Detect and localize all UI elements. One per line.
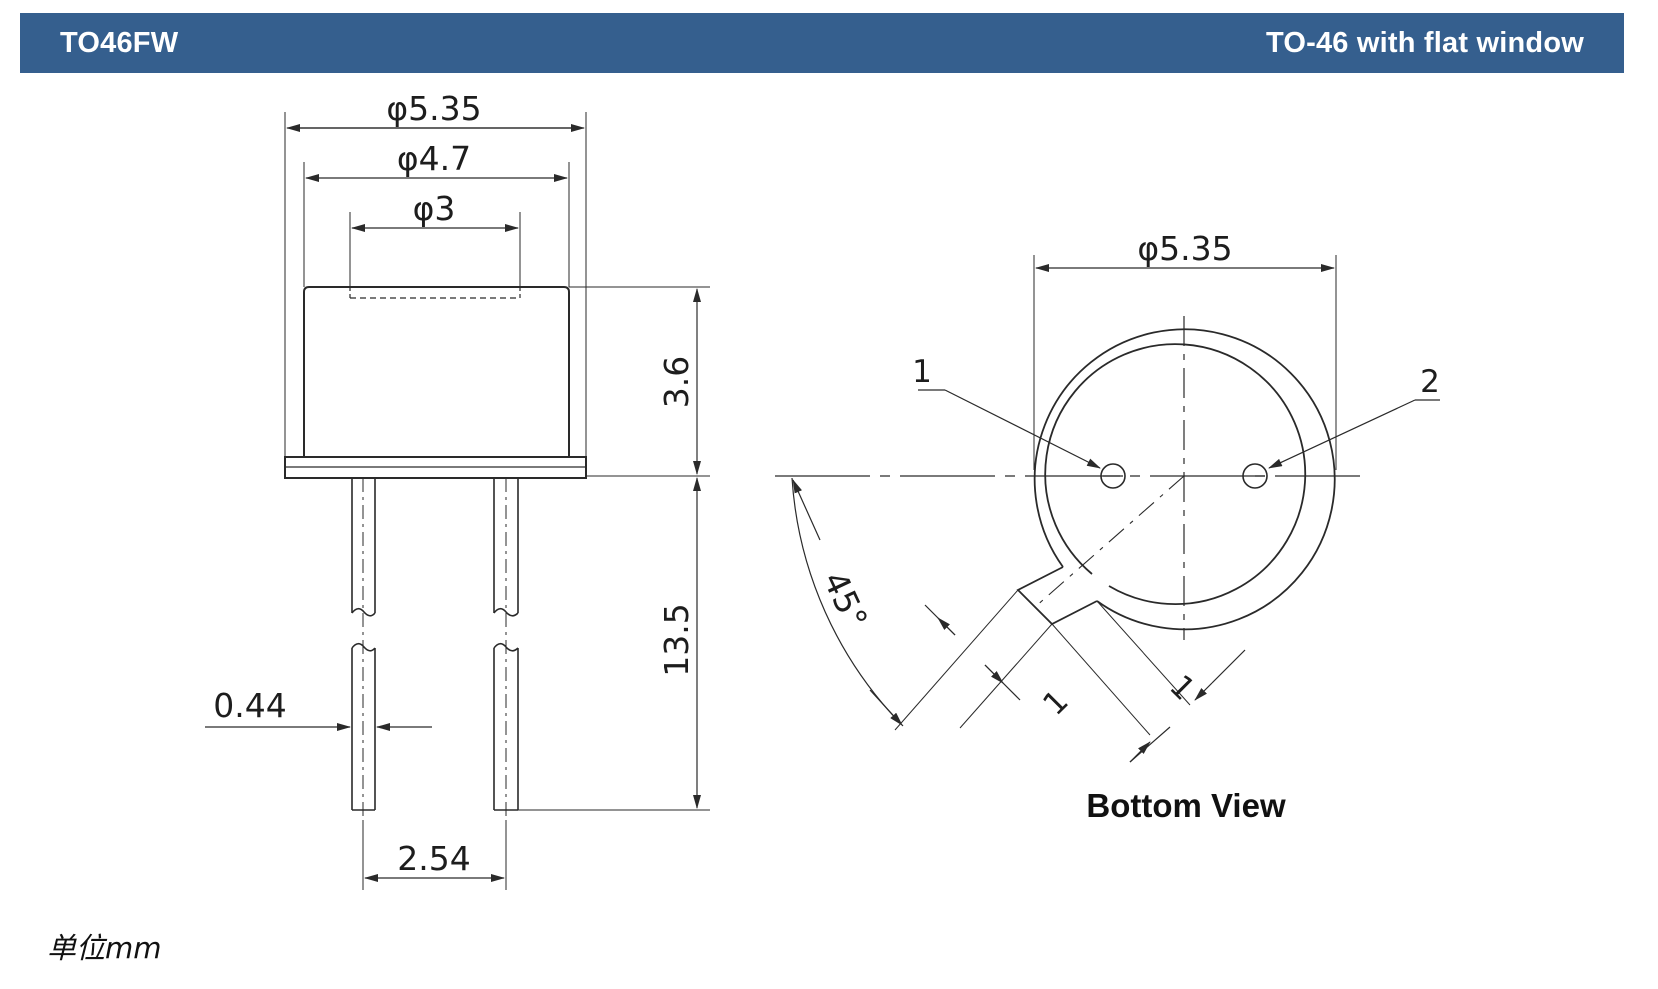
cap-outline — [303, 286, 570, 457]
side-view — [205, 112, 710, 890]
bottom-view-title: Bottom View — [1086, 787, 1286, 824]
label-tab-width: 1 — [1036, 683, 1075, 722]
label-pin-2: 2 — [1420, 364, 1440, 400]
model-name: TO46FW — [60, 26, 179, 59]
orientation-tab — [1016, 566, 1098, 626]
bottom-view — [775, 255, 1440, 763]
label-tab-length: 1 — [1162, 668, 1201, 707]
label-window-diameter: φ3 — [413, 189, 456, 228]
unit-note: 单位mm — [47, 931, 162, 965]
label-bottom-diameter: φ5.35 — [1137, 229, 1232, 268]
outer-rim — [1033, 328, 1336, 631]
label-lead-diameter: 0.44 — [213, 686, 286, 725]
label-pin-spacing: 2.54 — [397, 839, 470, 878]
diagonal-centerline — [1034, 475, 1185, 608]
header-bar: TO46FW TO-46 with flat window — [20, 13, 1624, 73]
lead-right — [493, 478, 519, 820]
package-description: TO-46 with flat window — [1265, 26, 1584, 59]
label-body-diameter: φ4.7 — [397, 139, 471, 178]
leader-pin-2 — [1268, 399, 1416, 469]
label-cap-height: 3.6 — [657, 356, 696, 408]
leader-pin-1 — [944, 389, 1101, 469]
inner-rim — [1044, 343, 1307, 605]
pin-1 — [1100, 463, 1126, 489]
lead-left — [351, 478, 376, 820]
pin-2 — [1242, 463, 1268, 489]
label-lead-length: 13.5 — [657, 603, 696, 676]
label-cap-diameter: φ5.35 — [386, 89, 481, 128]
label-tab-angle: 45° — [815, 565, 875, 635]
label-pin-1: 1 — [912, 354, 932, 390]
